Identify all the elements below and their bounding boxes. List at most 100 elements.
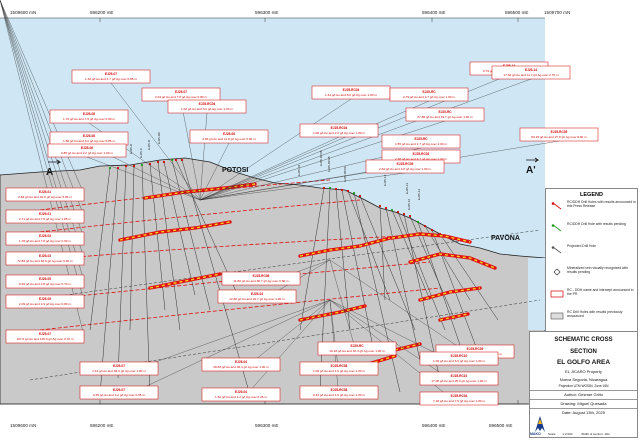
callout-intercept-text: 1.58 g/t Au and 3.2 g/t Ag over 0.85 m <box>63 139 115 143</box>
callout-leader-line <box>199 78 532 201</box>
top-callout: EJ25-081.70 g/t Au and 7.9 g/t Ag over 0… <box>49 109 129 124</box>
drill-collar-marker <box>124 164 128 168</box>
callout-intercept-text: 2.62 g/t Au and 4.8 g/t Ag over 1.00 m <box>379 167 431 171</box>
drill-collar-marker <box>322 186 326 190</box>
top-callout: EJ25-060.85 g/t Au and 2.2 g/t Ag over 1… <box>47 143 127 158</box>
callout-box <box>217 289 297 304</box>
mako-logo-icon <box>535 416 545 432</box>
coord-label-bottom-3: 596300 mE <box>255 423 279 428</box>
title-area: EL GOLFO AREA <box>556 359 611 366</box>
drill-hole-trace <box>319 187 331 391</box>
callout-intercept-text: 2.09 g/t Au and 4.9 g/t Ag over 0.80 m <box>19 302 71 306</box>
callout-box <box>491 65 571 80</box>
callout-box <box>419 391 499 406</box>
drill-collar-marker <box>423 224 427 228</box>
drill-collar-marker <box>162 160 166 164</box>
quartz-vein-fill <box>149 273 221 289</box>
callout-leader-line <box>86 156 201 201</box>
right-sky-strip <box>528 258 545 330</box>
callout-leader-line <box>199 120 446 201</box>
drill-hole-trace <box>117 165 127 379</box>
callout-leader-line <box>110 82 201 201</box>
callout-hole-id: EJ25-RC <box>414 137 428 141</box>
drill-collar-marker <box>346 189 350 193</box>
legend-item-label: RC/DDH Drill Hole with results pending <box>567 222 626 226</box>
top-callout: EJ25-063.83 g/t Au and 11.8 g/t Ag over … <box>189 129 269 144</box>
legend-item: Projected Drill Hole <box>550 244 638 257</box>
callout-hole-id: EJ25-06 <box>81 146 93 150</box>
callout-leader-line <box>329 259 358 356</box>
callout-box <box>79 385 159 400</box>
drill-hole-trace <box>99 167 119 396</box>
callout-intercept-text: 11.80 g/t Au and 38.7 g/t Ag over 0.80 m <box>233 279 289 283</box>
drill-collar-marker <box>352 191 356 195</box>
callout-hole-id: EJ25-07 <box>113 364 125 368</box>
legend-item-label: Mineralized vein visually recognized wit… <box>567 266 629 274</box>
drill-collar-marker <box>390 208 394 212</box>
callout-hole-id: EJ25-04 <box>235 390 247 394</box>
callout-intercept-text: 0.84 g/t Au and 10.0 g/t Ag over 0.95 m <box>18 195 72 199</box>
callout-intercept-text: 107.6 g/t Au and 145.0 g/t Ag over 0.70 … <box>16 337 74 341</box>
coord-label-bottom-4: 596400 mE <box>422 423 446 428</box>
legend-item-label: RC/DDH Drill Holes with results announce… <box>567 200 636 208</box>
callout-hole-id: EJ25-01 <box>39 190 51 194</box>
coord-label-top-6: 1509700 mN <box>544 10 570 15</box>
scale-label: Scale <box>548 432 556 436</box>
title-projection: Projection UTM WGS84, Zone 16N <box>558 384 609 388</box>
drill-hole-trace <box>379 205 386 301</box>
grey-hole-icon <box>551 246 562 254</box>
callout-box <box>167 99 247 114</box>
left-callout: EJ25-052.09 g/t Au and 4.9 g/t Ag over 0… <box>5 294 85 309</box>
drill-collar-marker <box>430 228 434 232</box>
hole-label: EJ25-04 <box>297 164 301 176</box>
callout-intercept-text: 17.84 g/t Au and 11.7 g/t Ag over 2.70 m <box>503 73 559 77</box>
callout-leader-line <box>0 0 85 217</box>
grey-box-icon <box>550 312 564 320</box>
callout-leader-line <box>240 299 331 402</box>
interpreted-veins-group <box>118 182 497 374</box>
quartz-vein-fill <box>419 287 481 301</box>
drill-hole-trace <box>129 165 135 331</box>
drill-collar-marker <box>328 186 332 190</box>
callout-box <box>5 231 85 246</box>
callout-intercept-text: 9.42 g/t Au and 1.6 g/t Ag over 1.00 m <box>313 393 365 397</box>
drill-collar-marker <box>156 160 160 164</box>
drill-collar-marker <box>334 187 338 191</box>
drill-hole-trace <box>299 187 325 331</box>
callout-box <box>419 371 499 386</box>
legend-item-label: RC - DDH name and intercept announced in… <box>567 288 634 296</box>
left-callout: EJ25-031.78 g/t Au and 7.8 g/t Ag over 0… <box>5 231 85 246</box>
section-arrow-left <box>48 159 62 165</box>
callout-intercept-text: 1.00 g/t Au and 6.0 g/t Ag over 1.00 m <box>433 359 485 363</box>
callout-hole-id: EJ25-06 <box>223 132 235 136</box>
callout-intercept-text: 0.85 g/t Au and 2.2 g/t Ag over 1.00 m <box>61 151 113 155</box>
callout-box <box>189 129 269 144</box>
drill-collar-marker <box>170 158 174 162</box>
callout-intercept-text: 1.78 g/t Au and 7.8 g/t Ag over 0.90 m <box>19 239 71 243</box>
top-callout: EJ25-072.04 g/t Au and 7.8 g/t Ag over 0… <box>141 87 221 102</box>
callout-leader-line <box>118 299 331 400</box>
hole-label: EJ25-RC <box>157 131 161 144</box>
callout-leader-line <box>199 112 208 201</box>
callout-hole-id: EJ25-RC10 <box>451 374 468 378</box>
callout-intercept-text: 2.79 g/t Au and 4.7 g/t Ag over 1.00 m <box>403 95 455 99</box>
hole-label: EJ25-14 <box>383 174 387 186</box>
drill-hole-trace <box>353 192 401 393</box>
callout-box <box>299 123 379 138</box>
callout-leader-line <box>0 0 85 302</box>
callouts-group: EJ25-071.32 g/t Au and 1.7 g/t Ag over 0… <box>5 61 599 406</box>
drill-collar-marker <box>140 163 144 167</box>
callout-hole-id: EJ25-RC08 <box>331 388 348 392</box>
coord-label-top-4: 596400 mE <box>422 10 446 15</box>
quartz-vein-fill <box>394 343 421 351</box>
section-width: Width of section: 10m <box>581 432 611 436</box>
hole-label: EJ25-RC08 <box>319 150 323 166</box>
